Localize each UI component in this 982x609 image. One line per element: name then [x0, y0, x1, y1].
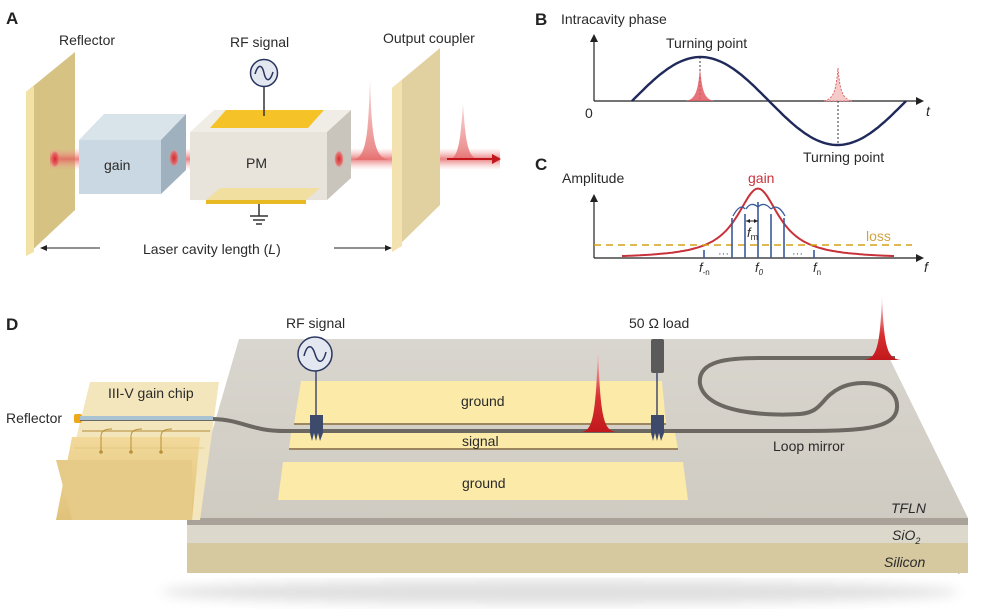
- ac-source-icon: [297, 336, 333, 416]
- load-label: 50 Ω load: [629, 315, 689, 331]
- output-arrow-icon: [447, 154, 501, 164]
- intracavity-phase-label: Intracavity phase: [561, 11, 667, 27]
- loss-label: loss: [866, 228, 891, 244]
- x-axis: [594, 254, 924, 262]
- pulse-at-minimum: [823, 67, 853, 102]
- panel-a: A Reflector RF signal Output coupler gai…: [6, 9, 501, 257]
- ellipsis-right: ···: [792, 248, 803, 260]
- loop-mirror-label: Loop mirror: [773, 438, 845, 454]
- iii-v-gain-chip: III-V gain chip: [56, 382, 219, 520]
- amplitude-label: Amplitude: [562, 170, 624, 186]
- y-axis: [590, 194, 598, 258]
- waveguide: [80, 356, 900, 434]
- top-electrode: [210, 110, 324, 128]
- load-resistor: [651, 339, 664, 441]
- coupling-arcs: [732, 203, 786, 217]
- panel-letter-a: A: [6, 9, 18, 28]
- panel-d: D III-V gain chip: [6, 296, 968, 604]
- gain-chip-label: III-V gain chip: [108, 385, 194, 401]
- rf-signal-label: RF signal: [286, 315, 345, 331]
- beam-spot: [169, 149, 179, 167]
- panel-letter-b: B: [535, 10, 547, 29]
- intracavity-pulse: [581, 344, 617, 432]
- pm-label: PM: [246, 155, 267, 171]
- gain-label: gain: [104, 157, 130, 173]
- x-axis: [594, 97, 924, 105]
- ground-top-label: ground: [461, 393, 505, 409]
- cavity-length-label: Laser cavity length (L): [143, 241, 281, 257]
- output-pulse: [863, 296, 901, 360]
- gain-label: gain: [748, 170, 774, 186]
- arrow-right-icon: [334, 245, 392, 251]
- tfln-layer-label: TFLN: [891, 500, 927, 516]
- y-axis: [590, 34, 598, 101]
- beam-spot: [334, 150, 344, 168]
- turning-point-top-label: Turning point: [666, 35, 747, 51]
- f-axis-label: f: [924, 259, 930, 275]
- electrodes: ground signal ground: [278, 381, 688, 500]
- output-pulse: [448, 104, 480, 160]
- ground-electrode-top: [294, 381, 666, 424]
- sio2-layer-label: SiO2: [892, 527, 920, 546]
- current-injection-arrows: [100, 428, 173, 451]
- panel-c: C Amplitude f gain loss fm ··· ··· f: [535, 155, 930, 277]
- f-minus-n-label: f-n: [699, 260, 710, 277]
- fn-label: fn: [813, 260, 821, 277]
- bottom-electrode: [206, 188, 320, 200]
- gain-curve: [622, 187, 894, 257]
- chip-shadow: [160, 580, 960, 604]
- tfln-chip: [187, 339, 968, 574]
- t-axis-label: t: [926, 103, 931, 119]
- turning-point-bottom-label: Turning point: [803, 149, 884, 165]
- gain-block: gain: [79, 114, 186, 194]
- signal-electrode: [289, 433, 678, 449]
- output-coupler-mirror: [392, 48, 440, 252]
- signal-label: signal: [462, 433, 499, 449]
- rf-signal-label: RF signal: [230, 34, 289, 50]
- silicon-layer-label: Silicon: [884, 554, 925, 570]
- rf-probe: [310, 415, 323, 441]
- reflector-label: Reflector: [59, 32, 115, 48]
- arrow-left-icon: [40, 245, 100, 251]
- beam-spot: [50, 150, 60, 168]
- fm-label: fm: [747, 225, 758, 242]
- phase-modulator: PM: [190, 110, 351, 204]
- ground-bottom-label: ground: [462, 475, 506, 491]
- intracavity-pulse: [352, 80, 390, 160]
- ellipsis-left: ···: [718, 248, 729, 260]
- ground-electrode-bottom: [278, 462, 688, 500]
- ground-icon: [250, 204, 268, 225]
- phase-curve: [631, 55, 907, 147]
- panel-letter-c: C: [535, 155, 547, 174]
- panel-letter-d: D: [6, 315, 18, 334]
- output-coupler-label: Output coupler: [383, 30, 475, 46]
- panel-b: B Intracavity phase 0 t Turning point Tu…: [535, 10, 931, 165]
- fm-spacing-arrow: [746, 219, 758, 223]
- reflector-label: Reflector: [6, 410, 62, 426]
- loop-mirror-waveguide: [697, 356, 900, 434]
- origin-label: 0: [585, 105, 593, 121]
- pulse-at-maximum: [686, 68, 714, 101]
- comb-lines: [703, 202, 815, 258]
- ac-source-icon: [249, 58, 279, 116]
- f0-label: f0: [755, 260, 764, 277]
